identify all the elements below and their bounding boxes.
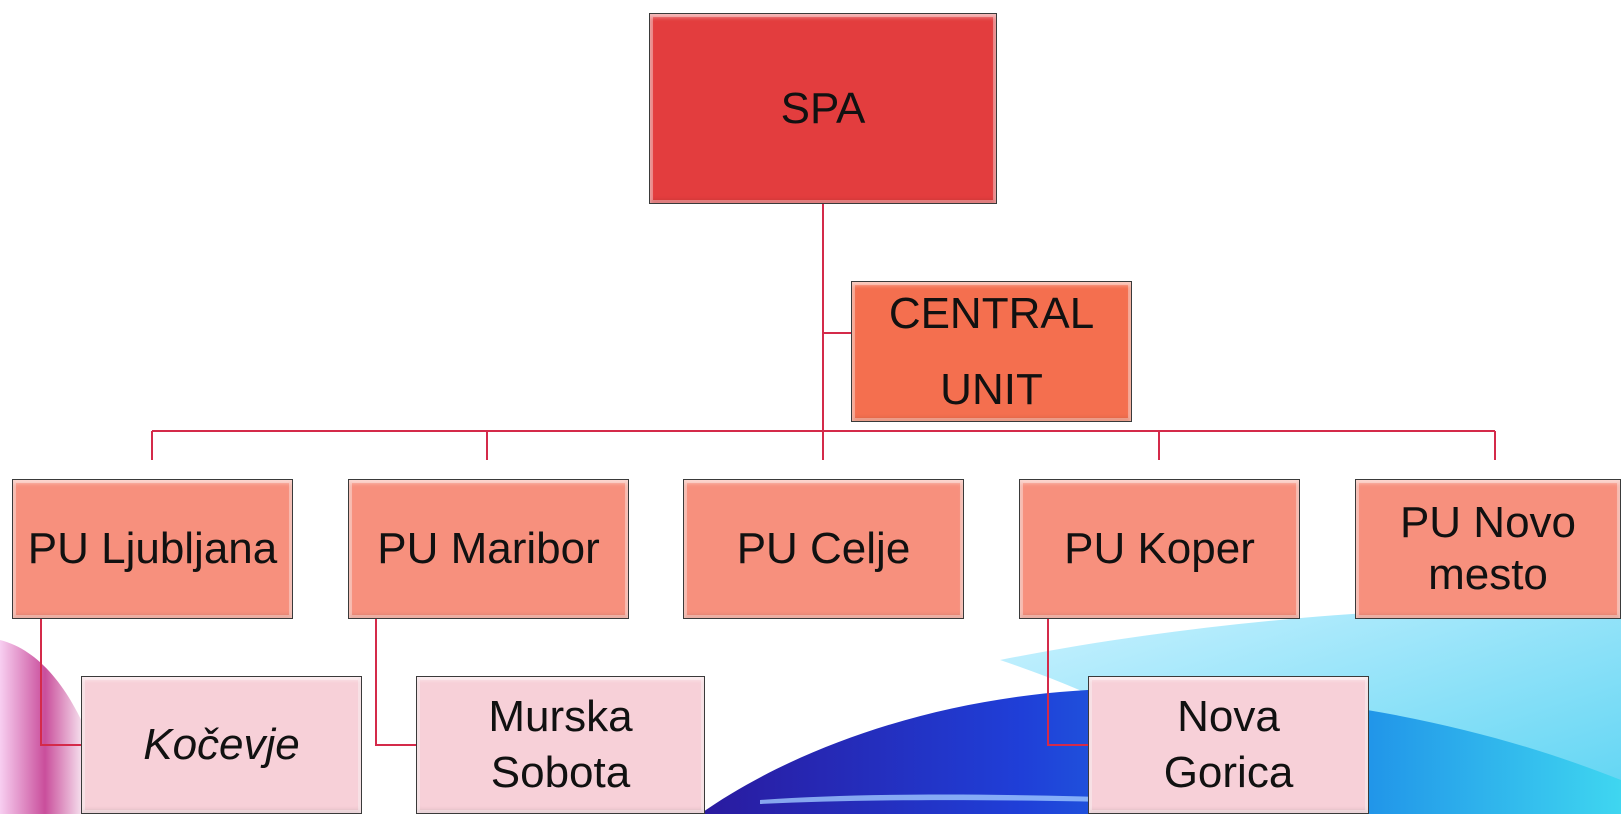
node-label: PU Maribor [377, 524, 600, 573]
node-label-line2: UNIT [940, 364, 1043, 414]
org-node-spa: SPA [649, 13, 997, 204]
org-node-pu-celje: PU Celje [683, 479, 964, 619]
node-label-line1: Nova [1177, 692, 1280, 741]
node-label-line1: CENTRAL [888, 288, 1095, 338]
org-node-pu-koper: PU Koper [1019, 479, 1300, 619]
node-label-line2: Sobota [490, 748, 631, 797]
node-label: Kočevje [143, 720, 300, 769]
node-label-line2: mesto [1428, 550, 1548, 599]
node-label-line2: Gorica [1163, 748, 1294, 797]
node-label: SPA [780, 83, 866, 133]
org-node-kocevje: Kočevje [81, 676, 362, 814]
node-label: PU Ljubljana [27, 524, 278, 573]
org-node-pu-ljubljana: PU Ljubljana [12, 479, 293, 619]
node-label: PU Celje [736, 524, 911, 573]
org-node-central-unit: CENTRAL UNIT [851, 281, 1132, 422]
org-node-nova-gorica: Nova Gorica [1088, 676, 1369, 814]
node-label-line1: Murska [488, 692, 633, 741]
org-node-pu-maribor: PU Maribor [348, 479, 629, 619]
node-label: PU Koper [1064, 524, 1255, 573]
org-node-murska-sobota: Murska Sobota [416, 676, 705, 814]
node-label-line1: PU Novo [1399, 498, 1577, 547]
org-node-pu-novo-mesto: PU Novo mesto [1355, 479, 1621, 619]
